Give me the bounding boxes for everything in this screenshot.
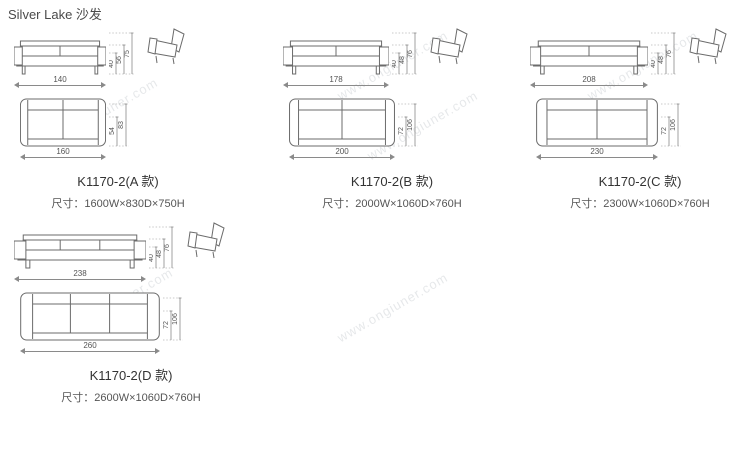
dimension-line bbox=[20, 348, 160, 354]
front-view-area: 238 40 48 76 bbox=[14, 220, 248, 284]
dimension-value: 238 bbox=[73, 269, 87, 278]
front-height-dimensions: 40 56 75 bbox=[109, 32, 135, 75]
height-dimension-value: 48 bbox=[399, 56, 406, 64]
dimension-line bbox=[289, 154, 395, 160]
front-width-dimension: 238 bbox=[14, 270, 146, 284]
plan-view-drawing bbox=[20, 292, 160, 341]
variant-panel-a: 140 40 56 75 bbox=[14, 26, 222, 211]
model-size-text: 尺寸：2000W×1060D×760H bbox=[322, 198, 462, 210]
depth-dimension-value: 83 bbox=[118, 121, 125, 129]
watermark: www.ongiuner.com bbox=[334, 269, 451, 346]
plan-view-drawing bbox=[536, 98, 658, 147]
height-dimension-value: 76 bbox=[164, 244, 171, 252]
dimension-line bbox=[536, 154, 658, 160]
front-view-area: 208 40 48 76 bbox=[530, 26, 750, 90]
height-dimension-value: 75 bbox=[124, 50, 131, 58]
height-dimension-value: 40 bbox=[651, 60, 657, 68]
plan-width-dimension: 200 bbox=[289, 148, 395, 162]
front-height-dimensions: 40 48 76 bbox=[149, 226, 175, 269]
dimension-value: 200 bbox=[335, 147, 349, 156]
model-size-text: 尺寸：1600W×830D×750H bbox=[51, 198, 185, 210]
dimension-line bbox=[530, 82, 648, 88]
dimension-value: 160 bbox=[56, 147, 70, 156]
variant-panel-c: 208 40 48 76 bbox=[530, 26, 750, 211]
side-view-drawing bbox=[187, 222, 225, 259]
depth-dimension-value: 106 bbox=[407, 119, 414, 131]
model-caption: K1170-2(B 款) bbox=[350, 174, 434, 189]
depth-dimension-value: 72 bbox=[398, 127, 405, 135]
plan-view-area: 260 72 106 bbox=[14, 292, 248, 356]
variant-panel-b: 178 40 48 76 bbox=[283, 26, 501, 211]
plan-view-area: 230 72 106 bbox=[530, 98, 750, 162]
side-view-drawing bbox=[689, 28, 727, 65]
dimension-value: 140 bbox=[53, 75, 67, 84]
front-elevation-drawing bbox=[530, 40, 648, 75]
height-dimension-value: 48 bbox=[156, 250, 163, 258]
front-width-dimension: 208 bbox=[530, 76, 648, 90]
plan-width-dimension: 230 bbox=[536, 148, 658, 162]
front-elevation-drawing bbox=[14, 234, 146, 269]
plan-view-area: 160 54 83 bbox=[14, 98, 222, 162]
front-elevation-drawing bbox=[14, 40, 106, 75]
model-caption: K1170-2(D 款) bbox=[89, 368, 173, 383]
front-width-dimension: 140 bbox=[14, 76, 106, 90]
model-size-text: 尺寸：2600W×1060D×760H bbox=[61, 392, 201, 404]
dimension-value: 178 bbox=[329, 75, 343, 84]
plan-view-drawing bbox=[289, 98, 395, 147]
plan-width-dimension: 260 bbox=[20, 342, 160, 356]
front-view-area: 178 40 48 76 bbox=[283, 26, 501, 90]
depth-dimension-value: 106 bbox=[172, 313, 179, 325]
height-dimension-value: 76 bbox=[666, 50, 673, 58]
front-height-dimensions: 40 48 76 bbox=[392, 32, 418, 75]
dimension-value: 230 bbox=[590, 147, 604, 156]
height-dimension-value: 76 bbox=[407, 50, 414, 58]
depth-dimension-value: 72 bbox=[163, 321, 170, 329]
model-caption: K1170-2(A 款) bbox=[77, 174, 159, 189]
dimension-line bbox=[283, 82, 389, 88]
dimension-value: 260 bbox=[83, 341, 97, 350]
model-size-text: 尺寸：2300W×1060D×760H bbox=[570, 198, 710, 210]
depth-dimension-value: 106 bbox=[670, 119, 677, 131]
page-title: Silver Lake 沙发 bbox=[8, 7, 102, 22]
dimension-line bbox=[14, 82, 106, 88]
plan-depth-dimensions: 72 106 bbox=[163, 297, 183, 341]
plan-view-drawing bbox=[20, 98, 106, 147]
front-view-area: 140 40 56 75 bbox=[14, 26, 222, 90]
dimension-line bbox=[20, 154, 106, 160]
height-dimension-value: 40 bbox=[149, 254, 155, 262]
plan-width-dimension: 160 bbox=[20, 148, 106, 162]
front-height-dimensions: 40 48 76 bbox=[651, 32, 677, 75]
side-view-drawing bbox=[430, 28, 468, 65]
front-width-dimension: 178 bbox=[283, 76, 389, 90]
model-caption: K1170-2(C 款) bbox=[598, 174, 682, 189]
plan-depth-dimensions: 54 83 bbox=[109, 103, 129, 147]
height-dimension-value: 48 bbox=[658, 56, 665, 64]
dimension-line bbox=[14, 276, 146, 282]
front-elevation-drawing bbox=[283, 40, 389, 75]
height-dimension-value: 40 bbox=[392, 60, 398, 68]
height-dimension-value: 56 bbox=[116, 56, 123, 64]
dimension-value: 208 bbox=[582, 75, 596, 84]
depth-dimension-value: 72 bbox=[661, 127, 668, 135]
plan-depth-dimensions: 72 106 bbox=[661, 103, 681, 147]
plan-depth-dimensions: 72 106 bbox=[398, 103, 418, 147]
plan-view-area: 200 72 106 bbox=[283, 98, 501, 162]
variant-panel-d: 238 40 48 76 bbox=[14, 220, 248, 405]
depth-dimension-value: 54 bbox=[109, 127, 116, 135]
side-view-drawing bbox=[147, 28, 185, 65]
height-dimension-value: 40 bbox=[109, 60, 115, 68]
